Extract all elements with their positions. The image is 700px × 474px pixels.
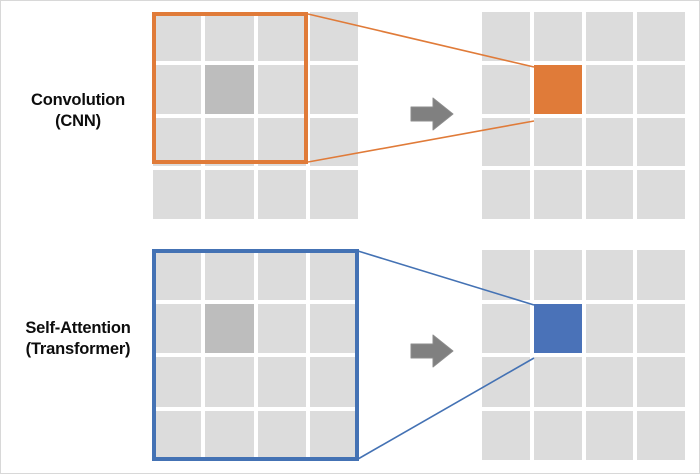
- grid-cell: [585, 303, 634, 353]
- block-arrow-right-icon: [410, 97, 454, 131]
- row-label-self-attention-line1: Self-Attention: [25, 319, 131, 337]
- grid-cell: [482, 117, 530, 167]
- grid-cell: [309, 410, 358, 460]
- convolution-input-grid: [153, 12, 358, 219]
- grid-cell: [205, 357, 254, 407]
- grid-cell: [585, 64, 634, 114]
- grid-cell: [482, 64, 530, 114]
- row-label-convolution-line2: (CNN): [55, 112, 101, 131]
- grid-cell-query: [205, 64, 254, 114]
- grid-cell: [153, 170, 202, 219]
- grid-cell-query: [205, 303, 254, 353]
- grid-cell-output-highlight: [533, 64, 582, 114]
- grid-cell: [637, 64, 685, 114]
- grid-cell: [205, 117, 254, 167]
- grid-cell: [309, 250, 358, 300]
- grid-cell: [585, 170, 634, 219]
- grid-cell: [585, 410, 634, 460]
- grid-cell-output-highlight: [533, 303, 582, 353]
- grid-cell: [205, 250, 254, 300]
- grid-cell: [257, 303, 306, 353]
- row-label-self-attention-line2: (Transformer): [25, 340, 131, 359]
- grid-cell: [257, 410, 306, 460]
- grid-cell: [533, 12, 582, 61]
- grid-cell: [637, 12, 685, 61]
- grid-cell: [153, 303, 202, 353]
- grid-cell: [257, 64, 306, 114]
- self-attention-input-grid: [153, 250, 358, 460]
- grid-cell: [153, 12, 202, 61]
- grid-cell: [257, 250, 306, 300]
- grid-cell: [585, 357, 634, 407]
- row-label-self-attention: Self-Attention (Transformer): [3, 318, 153, 360]
- grid-cell: [585, 117, 634, 167]
- grid-cell: [309, 357, 358, 407]
- grid-cell: [482, 170, 530, 219]
- grid-cell: [637, 250, 685, 300]
- grid-cell: [205, 170, 254, 219]
- grid-cell: [482, 410, 530, 460]
- grid-cell: [153, 117, 202, 167]
- grid-cell: [153, 64, 202, 114]
- grid-cell: [205, 410, 254, 460]
- grid-cell: [637, 170, 685, 219]
- grid-cell: [533, 170, 582, 219]
- grid-cell: [309, 117, 358, 167]
- grid-cell: [257, 170, 306, 219]
- grid-cell: [482, 357, 530, 407]
- grid-cell: [637, 410, 685, 460]
- grid-cell: [533, 357, 582, 407]
- grid-cell: [637, 117, 685, 167]
- grid-cell: [205, 12, 254, 61]
- grid-cell: [257, 12, 306, 61]
- self-attention-output-grid: [482, 250, 685, 460]
- row-label-convolution-line1: Convolution: [30, 91, 126, 109]
- grid-cell: [533, 250, 582, 300]
- grid-cell: [585, 250, 634, 300]
- grid-cell: [153, 410, 202, 460]
- convolution-output-grid: [482, 12, 685, 219]
- grid-cell: [153, 357, 202, 407]
- grid-cell: [585, 12, 634, 61]
- grid-cell: [309, 64, 358, 114]
- grid-cell: [257, 357, 306, 407]
- grid-cell: [637, 303, 685, 353]
- grid-cell: [533, 117, 582, 167]
- block-arrow-right-icon: [410, 334, 454, 368]
- grid-cell: [153, 250, 202, 300]
- grid-cell: [309, 170, 358, 219]
- grid-cell: [482, 250, 530, 300]
- grid-cell: [482, 12, 530, 61]
- grid-cell: [637, 357, 685, 407]
- grid-cell: [257, 117, 306, 167]
- grid-cell: [533, 410, 582, 460]
- row-label-convolution: Convolution (CNN): [3, 90, 153, 132]
- grid-cell: [309, 303, 358, 353]
- grid-cell: [309, 12, 358, 61]
- grid-cell: [482, 303, 530, 353]
